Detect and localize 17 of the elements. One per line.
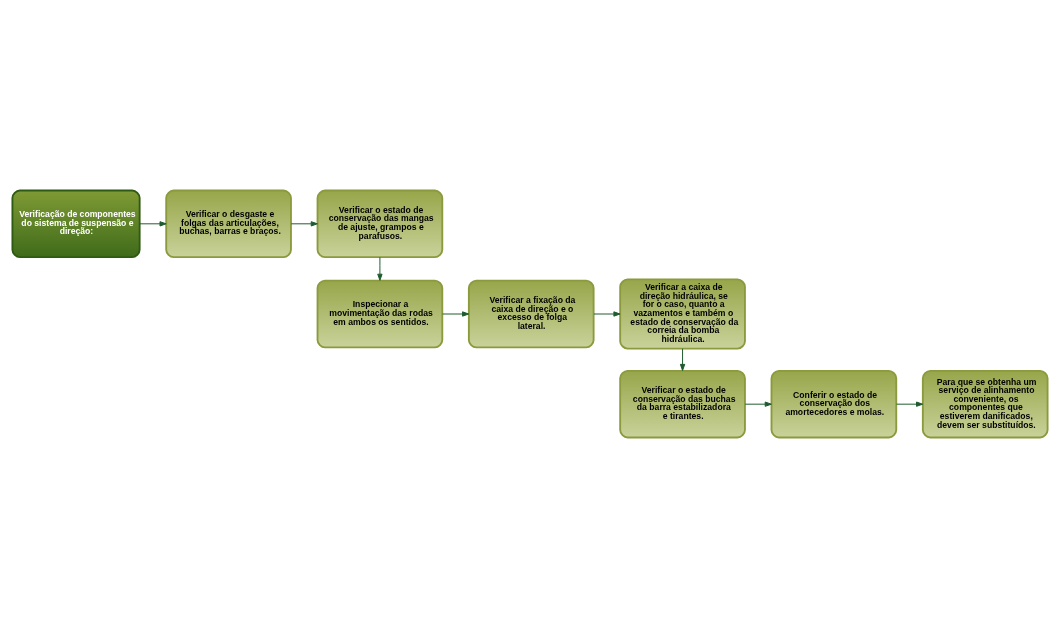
node-box: Conferir o estado de conservação dos amortecedores e molas.	[770, 369, 898, 438]
node-box: Inspecionar a movimentação das rodas em ambos os sentidos.	[316, 279, 444, 348]
node-box: Verificar o estado de conservação das buchas da barra estabilizadora e tirantes.	[619, 369, 746, 438]
arrow	[593, 310, 621, 317]
arrow	[290, 220, 318, 226]
node-box: Verificar a caixa de direção hidráulica, se for o caso, quanto a vazamentos e também o estado de conservação da correia da bomba hidráulica.	[619, 278, 746, 349]
arrow	[679, 347, 686, 371]
arrow	[442, 310, 470, 317]
node-box: Para que se obtenha um serviço de alinhamento conveniente, os componentes que estiverem danificados, devem ser substituídos.	[921, 369, 1049, 438]
node-box: Verificar o estado de conservação das mangas de ajuste, grampos e parafusos.	[316, 189, 444, 258]
arrow	[377, 256, 383, 281]
arrow	[896, 401, 924, 407]
node-box: Verificação de componentes do sistema de suspensão e direção:	[11, 189, 141, 258]
node-box: Verificar a fixação da caixa de direção e o excesso de folga lateral.	[467, 279, 595, 348]
arrow	[139, 220, 167, 226]
arrow	[744, 401, 772, 407]
node-box: Verificar o desgaste e folgas das articulações, buchas, barras e braços.	[165, 189, 292, 258]
